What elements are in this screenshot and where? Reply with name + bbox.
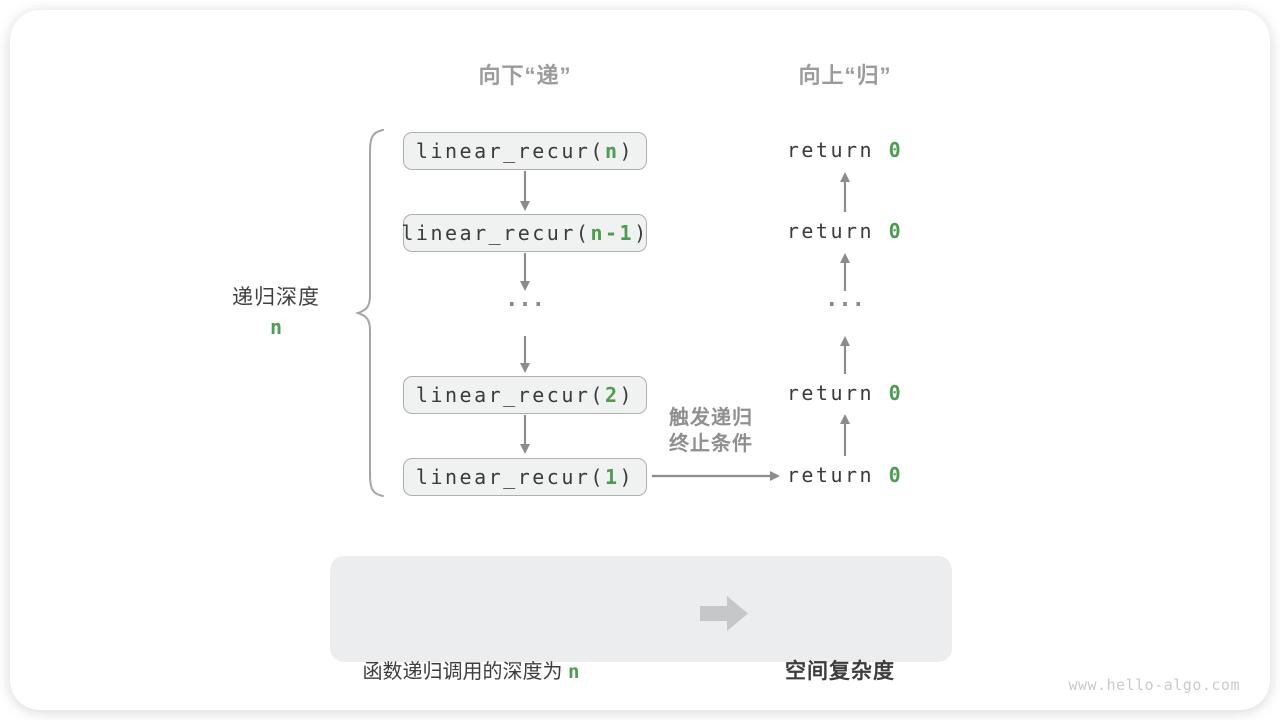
return-value: 0 [888, 463, 904, 487]
trigger-label-line2: 终止条件 [669, 433, 753, 455]
call-box-text: ) [634, 221, 649, 245]
call-box-text: linear_recur( [415, 383, 605, 407]
call-box-text: ) [619, 139, 635, 163]
call-box-n: linear_recur(n) [403, 132, 647, 170]
return-keyword: return [786, 138, 889, 162]
return-line-3: return 0 [745, 380, 945, 406]
summary-panel [330, 556, 952, 662]
trigger-label: 触发递归 终止条件 [630, 405, 792, 457]
depth-value: n [269, 315, 283, 339]
returns-ellipsis: ... [825, 287, 865, 312]
return-value: 0 [888, 138, 904, 162]
call-box-arg: 2 [604, 383, 620, 407]
summary-left-text: 函数递归调用的深度为 n 共使用 O(n) 的栈帧空间 [340, 577, 602, 720]
return-value: 0 [888, 381, 904, 405]
depth-label: 递归深度 [232, 286, 320, 309]
call-box-arg: n-1 [590, 221, 635, 245]
call-box-n-1: linear_recur(n-1) [401, 214, 649, 252]
return-keyword: return [786, 463, 889, 487]
call-box-text: linear_recur( [401, 221, 591, 245]
summary-depth-text: 函数递归调用的深度为 [362, 661, 569, 683]
call-box-arg: n [604, 139, 620, 163]
return-line-2: return 0 [745, 218, 945, 244]
call-box-text: ) [619, 465, 635, 489]
call-box-text: linear_recur( [415, 139, 605, 163]
summary-depth-line: 函数递归调用的深度为 n [340, 653, 602, 691]
trigger-label-line1: 触发递归 [669, 407, 753, 429]
header-ascend: 向上“归” [798, 63, 892, 88]
summary-depth-highlight: n [568, 661, 580, 683]
return-line-4: return 0 [745, 462, 945, 488]
return-keyword: return [786, 219, 889, 243]
return-value: 0 [888, 219, 904, 243]
space-complexity-title: 空间复杂度 [785, 660, 895, 683]
call-box-2: linear_recur(2) [403, 376, 647, 414]
header-descend: 向下“递” [478, 63, 572, 88]
call-box-arg: 1 [604, 465, 620, 489]
return-keyword: return [786, 381, 889, 405]
summary-right-text: 空间复杂度 线性阶 O(n) [740, 577, 940, 720]
call-box-text: linear_recur( [415, 465, 605, 489]
site-watermark: www.hello-algo.com [1068, 676, 1240, 694]
call-stack-ellipsis: ... [505, 287, 545, 312]
call-box-1: linear_recur(1) [403, 458, 647, 496]
call-box-text: ) [619, 383, 635, 407]
return-line-1: return 0 [745, 137, 945, 163]
